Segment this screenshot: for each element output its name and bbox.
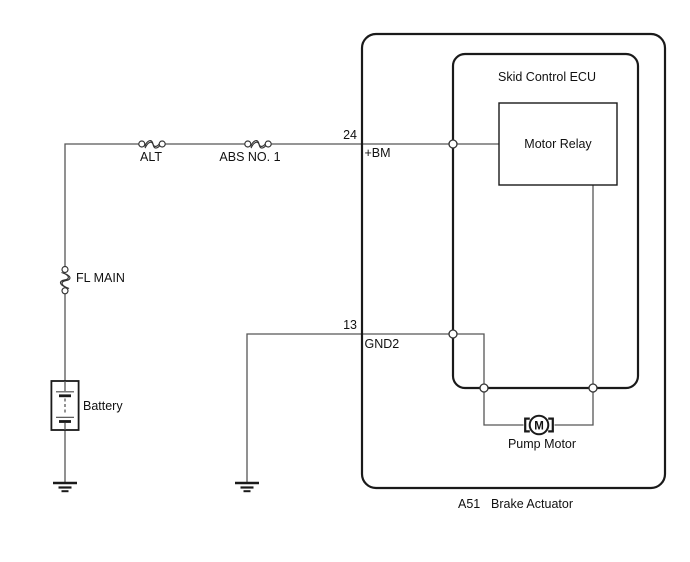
- alt-fuse-terminal-left: [138, 140, 146, 148]
- pump-motor-label: Pump Motor: [508, 437, 576, 451]
- pump-motor-brush-right: [548, 417, 554, 433]
- ecu-bottom-connector-right: [588, 383, 598, 393]
- pump-motor-circle: [528, 414, 550, 436]
- actuator-name-label: Brake Actuator: [491, 497, 573, 511]
- battery-symbol: [50, 380, 80, 431]
- pin-bm-connector: [448, 139, 458, 149]
- alt-fuse-element-2: [144, 141, 163, 149]
- fl-main-fuse-element-2: [61, 272, 71, 290]
- skid-control-ecu-box: [451, 52, 640, 390]
- ground-symbol-battery: [53, 481, 77, 493]
- motor-relay-box: [498, 102, 618, 186]
- abs-fuse-terminal-right: [264, 140, 272, 148]
- alt-fuse-terminal-right: [158, 140, 166, 148]
- battery-label: Battery: [83, 399, 123, 413]
- abs-no1-fuse-label: ABS NO. 1: [219, 150, 280, 164]
- abs-fuse-terminal-left: [244, 140, 252, 148]
- wire-motor-relay-to-pump-motor: [554, 185, 594, 426]
- pump-motor-symbol: M: [524, 414, 554, 436]
- fl-main-fuse-symbol: [59, 265, 71, 295]
- brake-actuator-box: [360, 32, 667, 490]
- actuator-code-label: A51: [458, 497, 480, 511]
- skid-control-ecu-label: Skid Control ECU: [498, 70, 596, 84]
- motor-relay-label: Motor Relay: [524, 137, 592, 151]
- pump-motor-brush-left: [524, 417, 530, 433]
- abs-no1-fuse-symbol: [244, 140, 272, 149]
- pin-bm-name: +BM: [365, 146, 391, 160]
- pin-gnd2-name: GND2: [365, 337, 400, 351]
- abs-fuse-element-2: [250, 141, 269, 149]
- fl-main-fuse-terminal-bottom: [61, 287, 69, 295]
- pump-motor-m-symbol: M: [534, 420, 544, 432]
- wire-gnd2-to-pump-motor: [246, 333, 524, 482]
- fl-main-fuse-terminal-top: [61, 265, 69, 274]
- wires: [64, 143, 594, 482]
- ecu-bottom-connector-left: [479, 383, 489, 393]
- fl-main-fuse-label: FL MAIN: [76, 271, 125, 285]
- alt-fuse-symbol: [138, 140, 166, 149]
- ground-symbol-gnd2: [235, 481, 259, 493]
- pin-gnd2-connector: [448, 329, 458, 339]
- pin-gnd2-number: 13: [343, 318, 357, 332]
- wire-battery-to-alt-fuse: [64, 143, 139, 268]
- pin-bm-number: 24: [343, 128, 357, 142]
- alt-fuse-label: ALT: [140, 150, 162, 164]
